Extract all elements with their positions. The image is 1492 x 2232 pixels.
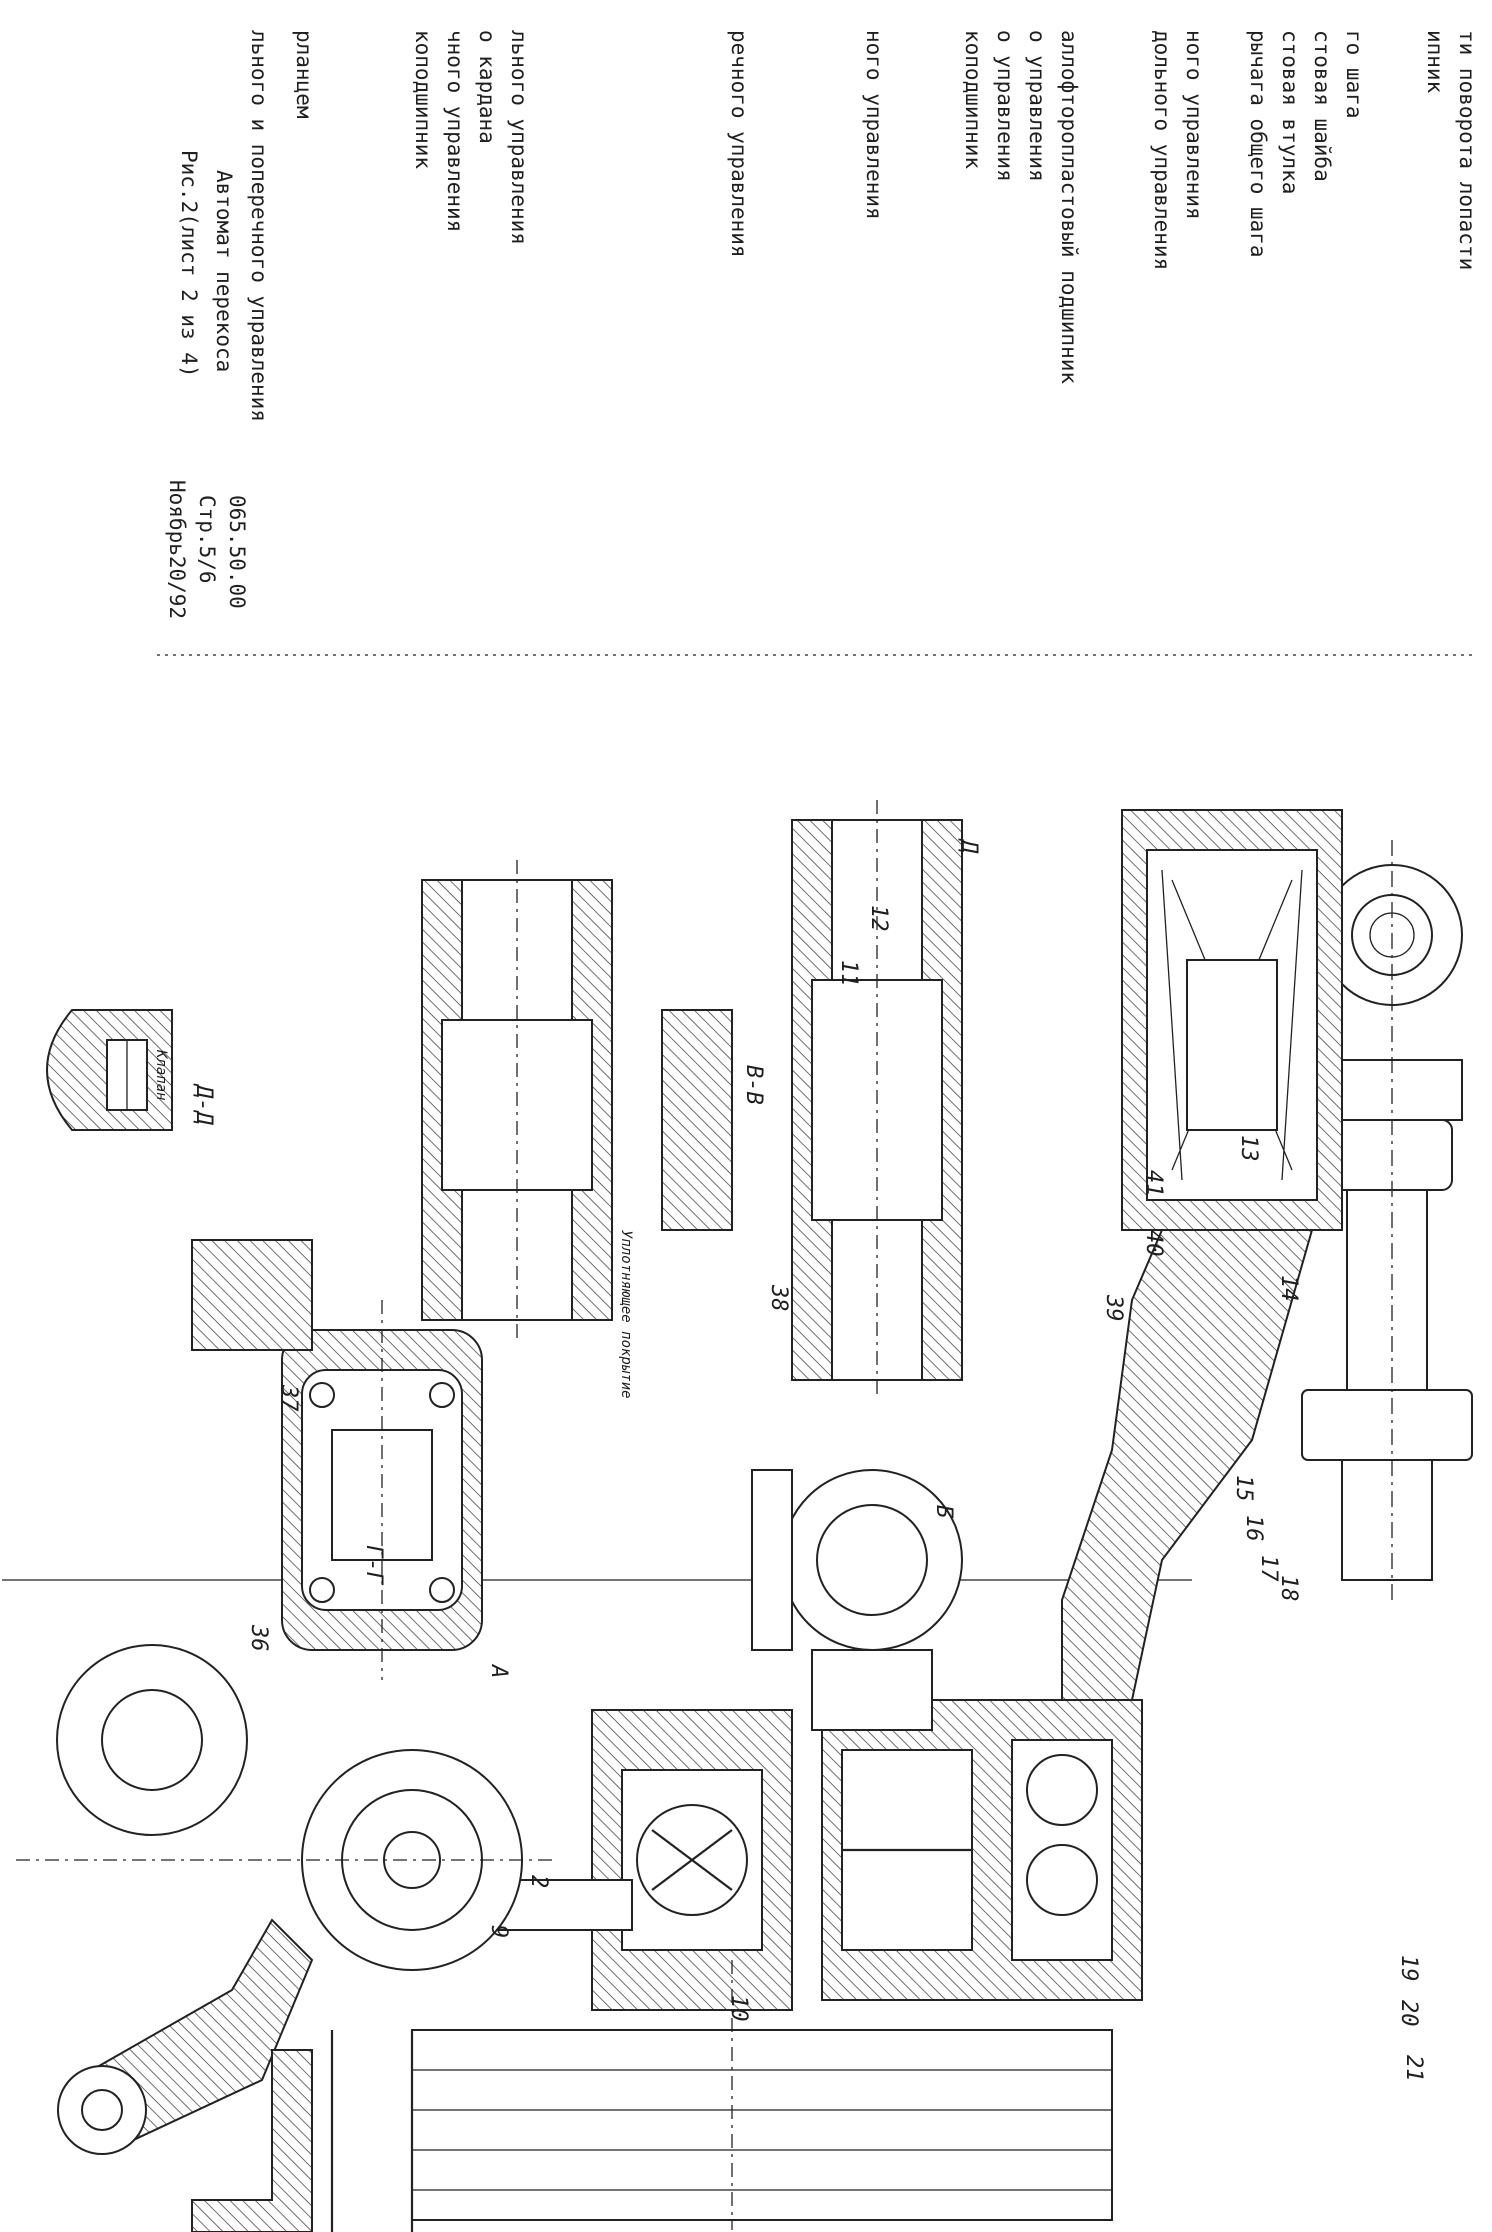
legend-line: стовая втулка: [1278, 30, 1302, 194]
legend-line: льного и поперечного управления: [247, 30, 271, 422]
legend-line: коподшипник: [411, 30, 435, 169]
legend-line: льного управления: [507, 30, 531, 245]
legend-line: чного управления: [443, 30, 467, 232]
marker-b: Б: [931, 1505, 956, 1519]
section-gg: [191, 1239, 483, 1680]
callout-40: 40: [1141, 1230, 1166, 1257]
legend-line: стовая шайба: [1310, 30, 1334, 182]
callout-11: 11: [836, 960, 861, 987]
doc-code: 065.50.00: [225, 495, 249, 609]
callout-12: 12: [866, 905, 891, 932]
legend-line: речного управления: [727, 30, 751, 258]
legend-line: рычага общего шага: [1246, 30, 1270, 258]
legend-line: ного управления: [862, 30, 886, 220]
callout-36: 36: [246, 1624, 271, 1652]
figure-title: Автомат перекоса: [212, 170, 236, 372]
legend-line: ти поворота лопасти: [1455, 30, 1479, 270]
legend-line: рланцем: [292, 30, 316, 119]
callout-13: 13: [1236, 1135, 1261, 1162]
callout-15: 15: [1231, 1475, 1256, 1502]
section-label-gg: Г-Г: [361, 1545, 386, 1585]
callout-21: 21: [1401, 2055, 1426, 2082]
section-label-vv: В-В: [741, 1065, 766, 1105]
marker-d: Д: [956, 838, 981, 854]
callout-18: 18: [1276, 1575, 1301, 1602]
sealing-coating-label: Уплотняющее покрытие: [618, 1230, 634, 1399]
callout-20: 20: [1396, 2000, 1421, 2027]
legend-line: ипник: [1423, 30, 1447, 94]
section-vv: [421, 800, 963, 1400]
callout-41: 41: [1141, 1170, 1166, 1197]
main-assembly: [12, 809, 1473, 2232]
legend-line: ного управления: [1182, 30, 1206, 220]
callout-9: 9: [486, 1925, 511, 1938]
callout-17: 17: [1256, 1555, 1281, 1582]
page-ref: Стр.5/6: [195, 495, 219, 584]
callout-38: 38: [766, 1284, 791, 1312]
callout-39: 39: [1101, 1294, 1126, 1322]
valve-label: Клапан: [153, 1049, 169, 1101]
legend-line: о управления: [993, 30, 1017, 182]
section-dd: [46, 1009, 173, 1131]
legend-line: аллофторопластовый подшипник: [1057, 30, 1081, 384]
callout-14: 14: [1276, 1275, 1301, 1302]
legend-line: о управления: [1025, 30, 1049, 182]
marker-a: А: [486, 1663, 511, 1678]
legend-block: ти поворота лопасти ипник го шага стовая…: [177, 30, 1479, 422]
figure-caption: Рис.2(лист 2 из 4): [177, 150, 201, 378]
legend-line: го шага: [1342, 30, 1366, 119]
callout-numbers: 2 9 10 11 12 13 14 15 16 17 18 19 20 21 …: [246, 905, 1426, 2082]
legend-line: дольного управления: [1150, 30, 1174, 270]
date-ref: Ноябрь20/92: [165, 480, 189, 619]
legend-line: о кардана: [475, 30, 499, 144]
legend-line: коподшипник: [961, 30, 985, 169]
callout-2: 2: [526, 1875, 551, 1888]
callout-16: 16: [1241, 1515, 1266, 1542]
callout-19: 19: [1396, 1955, 1421, 1982]
section-label-dd: Д-Д: [191, 1083, 216, 1125]
callout-37: 37: [276, 1384, 301, 1412]
doc-reference: 065.50.00 Стр.5/6 Ноябрь20/92: [165, 480, 249, 619]
callout-10: 10: [726, 1995, 751, 2022]
